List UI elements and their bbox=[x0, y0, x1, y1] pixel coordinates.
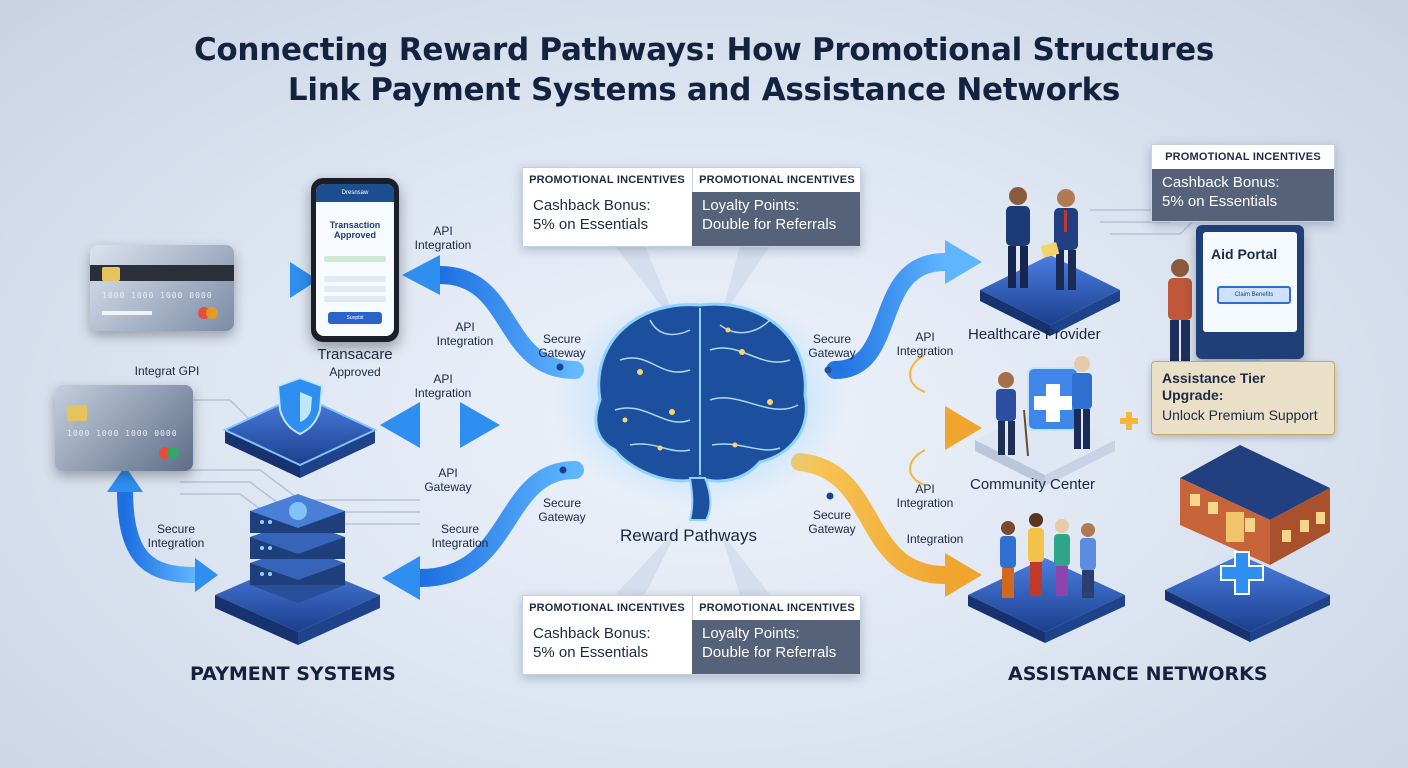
claim-benefits-button[interactable]: Claim Benefits bbox=[1217, 286, 1291, 304]
cashback-title: Cashback Bonus: bbox=[533, 624, 651, 643]
label-integration: Integration bbox=[900, 532, 970, 546]
loyalty-block: Loyalty Points: Double for Referrals bbox=[692, 196, 836, 234]
promo-card-right: PROMOTIONAL INCENTIVES Cashback Bonus: 5… bbox=[1151, 144, 1335, 222]
label-integrat-gpi: Integrat GPI bbox=[122, 364, 212, 378]
promo-header: PROMOTIONAL INCENTIVES bbox=[692, 168, 861, 192]
label-api-integration-3: API Integration bbox=[408, 372, 478, 400]
card-number: 1000 1000 1000 0000 bbox=[102, 291, 213, 300]
label-secure-integration-2: Secure Integration bbox=[138, 522, 214, 550]
label-secure-gateway-2: Secure Gateway bbox=[532, 496, 592, 524]
promo-header: PROMOTIONAL INCENTIVES bbox=[1152, 145, 1334, 169]
label-secure-gateway-4: Secure Gateway bbox=[802, 508, 862, 536]
reward-pathways-label: Reward Pathways bbox=[620, 526, 757, 546]
smartphone-icon: Dresnsaw Transaction Approved Sunpbit bbox=[311, 178, 399, 342]
tier-title-line-2: Upgrade: bbox=[1162, 387, 1265, 404]
monitor-icon: Aid Portal Claim Benefits bbox=[1196, 225, 1304, 359]
card-number-2: 1000 1000 1000 0000 bbox=[67, 429, 178, 438]
people-platform bbox=[968, 558, 1125, 643]
label-api-integration-5: API Integration bbox=[888, 482, 962, 510]
phone-submit-button[interactable]: Sunpbit bbox=[328, 312, 382, 324]
label-api-integration-2: API Integration bbox=[430, 320, 500, 348]
server-icon bbox=[215, 494, 380, 645]
phone-screen: Dresnsaw Transaction Approved Sunpbit bbox=[316, 184, 394, 336]
credit-card-icon: 1000 1000 1000 0000 bbox=[90, 245, 234, 331]
title-line-1: Connecting Reward Pathways: How Promotio… bbox=[0, 32, 1408, 68]
loyalty-title: Loyalty Points: bbox=[702, 624, 836, 643]
promo-card-top: PROMOTIONAL INCENTIVES PROMOTIONAL INCEN… bbox=[522, 167, 861, 247]
cashback-detail: 5% on Essentials bbox=[1162, 192, 1280, 211]
aid-portal-screen: Aid Portal Claim Benefits bbox=[1203, 232, 1297, 332]
promo-header: PROMOTIONAL INCENTIVES bbox=[523, 168, 691, 192]
label-api-integration-4: API Integration bbox=[888, 330, 962, 358]
loyalty-block: Loyalty Points: Double for Referrals bbox=[692, 624, 836, 662]
healthcare-platform bbox=[980, 255, 1120, 336]
label-secure-integration-1: Secure Integration bbox=[428, 522, 492, 550]
healthcare-provider-label: Healthcare Provider bbox=[968, 326, 1101, 343]
title-line-2: Link Payment Systems and Assistance Netw… bbox=[0, 72, 1408, 108]
medical-platform bbox=[1165, 552, 1330, 642]
cashback-detail: 5% on Essentials bbox=[533, 643, 651, 662]
loyalty-detail: Double for Referrals bbox=[702, 643, 836, 662]
label-api-integration-1: API Integration bbox=[408, 224, 478, 252]
tier-detail: Unlock Premium Support bbox=[1162, 407, 1318, 423]
transaction-status: Transaction Approved bbox=[316, 220, 394, 240]
cashback-title: Cashback Bonus: bbox=[1162, 173, 1280, 192]
promo-card-bottom: PROMOTIONAL INCENTIVES PROMOTIONAL INCEN… bbox=[522, 595, 861, 675]
promo-header: PROMOTIONAL INCENTIVES bbox=[523, 596, 691, 620]
label-api-gateway: API Gateway bbox=[418, 466, 478, 494]
phone-caption-line-2: Approved bbox=[300, 365, 410, 379]
payment-systems-heading: PAYMENT SYSTEMS bbox=[190, 663, 396, 685]
tier-title-line-1: Assistance Tier bbox=[1162, 370, 1265, 387]
credit-card-icon: 1000 1000 1000 0000 bbox=[55, 385, 193, 471]
promo-header: PROMOTIONAL INCENTIVES bbox=[692, 596, 861, 620]
loyalty-detail: Double for Referrals bbox=[702, 215, 836, 234]
loyalty-title: Loyalty Points: bbox=[702, 196, 836, 215]
cashback-block: Cashback Bonus: 5% on Essentials bbox=[523, 196, 651, 234]
portal-user-figure bbox=[1168, 259, 1192, 364]
cashback-block: Cashback Bonus: 5% on Essentials bbox=[523, 624, 651, 662]
cashback-detail: 5% on Essentials bbox=[533, 215, 651, 234]
label-secure-gateway-1: Secure Gateway bbox=[532, 332, 592, 360]
building-icon bbox=[1180, 445, 1330, 565]
cashback-title: Cashback Bonus: bbox=[533, 196, 651, 215]
assistance-tier-card: Assistance Tier Upgrade: Unlock Premium … bbox=[1151, 361, 1335, 435]
community-center-label: Community Center bbox=[970, 476, 1095, 493]
phone-caption-line-1: Transacare bbox=[300, 348, 410, 362]
phone-header: Dresnsaw bbox=[316, 184, 394, 202]
cashback-block: Cashback Bonus: 5% on Essentials bbox=[1152, 173, 1280, 211]
aid-portal-title: Aid Portal bbox=[1211, 246, 1277, 262]
medical-cross-icon bbox=[1028, 368, 1078, 430]
tier-title: Assistance Tier Upgrade: bbox=[1162, 370, 1265, 404]
assistance-networks-heading: ASSISTANCE NETWORKS bbox=[1008, 663, 1268, 685]
brain-icon bbox=[550, 290, 850, 520]
plus-spark-icon bbox=[1120, 412, 1138, 430]
label-secure-gateway-3: Secure Gateway bbox=[802, 332, 862, 360]
